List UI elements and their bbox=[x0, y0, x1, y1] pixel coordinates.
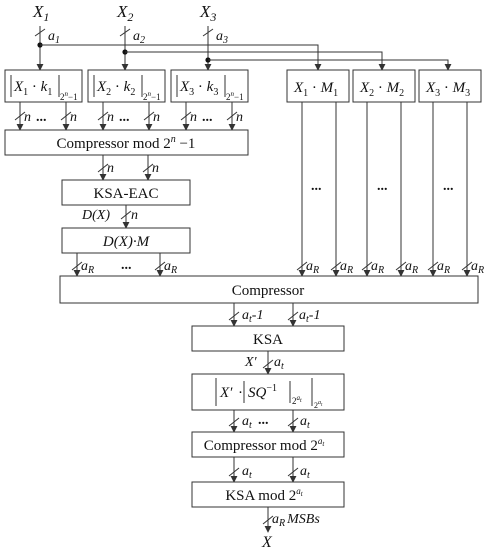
m-box-3-label: X3 · M3 bbox=[425, 80, 470, 99]
m-box-2-label: X2 · M2 bbox=[359, 80, 404, 99]
at-label-1: at bbox=[274, 355, 284, 372]
svg-text:·: · bbox=[238, 385, 243, 401]
m-box-3 bbox=[418, 69, 482, 103]
input-x3: X3 bbox=[199, 2, 216, 24]
ellipsis-mod-2: ... bbox=[119, 110, 130, 125]
wires-to-compressor-mod-at bbox=[228, 410, 299, 433]
width-a3: a3 bbox=[216, 29, 228, 46]
m-box-2 bbox=[352, 69, 416, 103]
ellipsis-m-2: ... bbox=[377, 179, 388, 194]
at-minus-label-1: at-1 bbox=[242, 308, 263, 325]
ar-label-m-3: aR bbox=[371, 259, 384, 276]
wires-dxm-to-compressor bbox=[71, 253, 166, 277]
wires-to-ksa-mod-at bbox=[228, 457, 299, 483]
ellipsis-mod-1: ... bbox=[36, 110, 47, 125]
svg-text:2at: 2at bbox=[314, 400, 323, 410]
ar-label-m-1: aR bbox=[306, 259, 319, 276]
at-label-4: at bbox=[242, 464, 252, 481]
compressor-label: Compressor bbox=[232, 283, 305, 299]
ksa-label: KSA bbox=[253, 332, 283, 348]
m-box-outputs bbox=[296, 102, 473, 277]
ksa-eac-label: KSA-EAC bbox=[93, 186, 158, 202]
dx-m-box bbox=[61, 227, 191, 254]
branch-x1 bbox=[40, 44, 322, 71]
wires-to-ksa bbox=[228, 303, 299, 327]
sq-inverse-label: X′ · SQ−1 2at 2at bbox=[215, 378, 323, 410]
slash-a1 bbox=[34, 28, 46, 37]
mod-box-3 bbox=[170, 69, 249, 103]
mod-box-2 bbox=[87, 69, 166, 103]
mod-box-3-label: X3 · k3 2n−1 bbox=[176, 75, 244, 102]
slash-xprime bbox=[262, 359, 274, 369]
n-label-1: n bbox=[24, 110, 31, 125]
branch-x2 bbox=[125, 51, 386, 71]
ar-label-m-6: aR bbox=[471, 259, 484, 276]
svg-text:X3 · k3: X3 · k3 bbox=[179, 79, 218, 98]
compressor-mod-2at-label: Compressor mod 2at bbox=[204, 436, 326, 454]
n-label-5: n bbox=[190, 110, 197, 125]
svg-text:2n−1: 2n−1 bbox=[60, 90, 78, 102]
mod-box-2-label: X2 · k2 2n−1 bbox=[93, 75, 161, 102]
ellipsis-at: ... bbox=[258, 413, 269, 428]
n-label-4: n bbox=[153, 110, 160, 125]
compressor-mod-2n-1-box bbox=[4, 129, 249, 156]
compressor-box bbox=[59, 275, 479, 304]
ellipsis-m-3: ... bbox=[443, 179, 454, 194]
branch-x3 bbox=[208, 59, 452, 71]
n-label-6: n bbox=[236, 110, 243, 125]
ksa-box bbox=[191, 325, 345, 352]
ar-label-dxm-2: aR bbox=[164, 259, 177, 276]
ellipsis-m-1: ... bbox=[311, 179, 322, 194]
ar-label-m-5: aR bbox=[437, 259, 450, 276]
at-label-3: at bbox=[300, 414, 310, 431]
svg-text:2at: 2at bbox=[292, 394, 302, 406]
dx-label: D(X) bbox=[81, 208, 110, 223]
input-x1: X1 bbox=[32, 2, 49, 24]
svg-text:SQ−1: SQ−1 bbox=[248, 383, 277, 401]
svg-text:X1 · k1: X1 · k1 bbox=[13, 79, 52, 98]
n-label-9: n bbox=[131, 208, 138, 223]
width-a1: a1 bbox=[48, 29, 60, 46]
wires-to-ksa-eac bbox=[97, 155, 154, 181]
slash-output bbox=[262, 515, 274, 525]
at-label-5: at bbox=[300, 464, 310, 481]
svg-text:2n−1: 2n−1 bbox=[143, 90, 161, 102]
n-label-8: n bbox=[152, 161, 159, 176]
m-box-1-label: X1 · M1 bbox=[293, 80, 338, 99]
dx-m-label: D(X)·M bbox=[102, 234, 151, 250]
xprime-label: X′ bbox=[244, 355, 258, 370]
mod-box-outputs bbox=[14, 102, 238, 131]
ar-label-dxm-1: aR bbox=[81, 259, 94, 276]
slash-dx bbox=[120, 210, 132, 220]
ellipsis-dxm: ... bbox=[121, 258, 132, 273]
sq-inverse-box bbox=[191, 373, 345, 411]
m-box-1 bbox=[286, 69, 350, 103]
ksa-mod-2at-label: KSA mod 2at bbox=[225, 486, 303, 504]
n-label-7: n bbox=[107, 161, 114, 176]
n-label-2: n bbox=[70, 110, 77, 125]
at-minus-label-2: at-1 bbox=[299, 308, 320, 325]
svg-text:X2 · k2: X2 · k2 bbox=[96, 79, 135, 98]
slash-a3 bbox=[202, 28, 214, 37]
mod-box-1-label: X1 · k1 2n−1 bbox=[10, 75, 78, 102]
n-label-3: n bbox=[107, 110, 114, 125]
slash-a2 bbox=[119, 28, 131, 37]
ellipsis-mod-3: ... bbox=[202, 110, 213, 125]
input-x2: X2 bbox=[116, 2, 133, 24]
width-a2: a2 bbox=[133, 29, 145, 46]
mod-box-1 bbox=[4, 69, 83, 103]
compressor-mod-2at-box bbox=[191, 431, 345, 458]
compressor-mod-2n-1-label: Compressor mod 2n −1 bbox=[57, 134, 196, 152]
svg-text:X′: X′ bbox=[219, 385, 233, 401]
ksa-mod-2at-box bbox=[191, 481, 345, 508]
output-x: X bbox=[261, 534, 273, 550]
ar-label-m-2: aR bbox=[340, 259, 353, 276]
ar-label-m-4: aR bbox=[405, 259, 418, 276]
svg-text:2n−1: 2n−1 bbox=[226, 90, 244, 102]
at-label-2: at bbox=[242, 414, 252, 431]
